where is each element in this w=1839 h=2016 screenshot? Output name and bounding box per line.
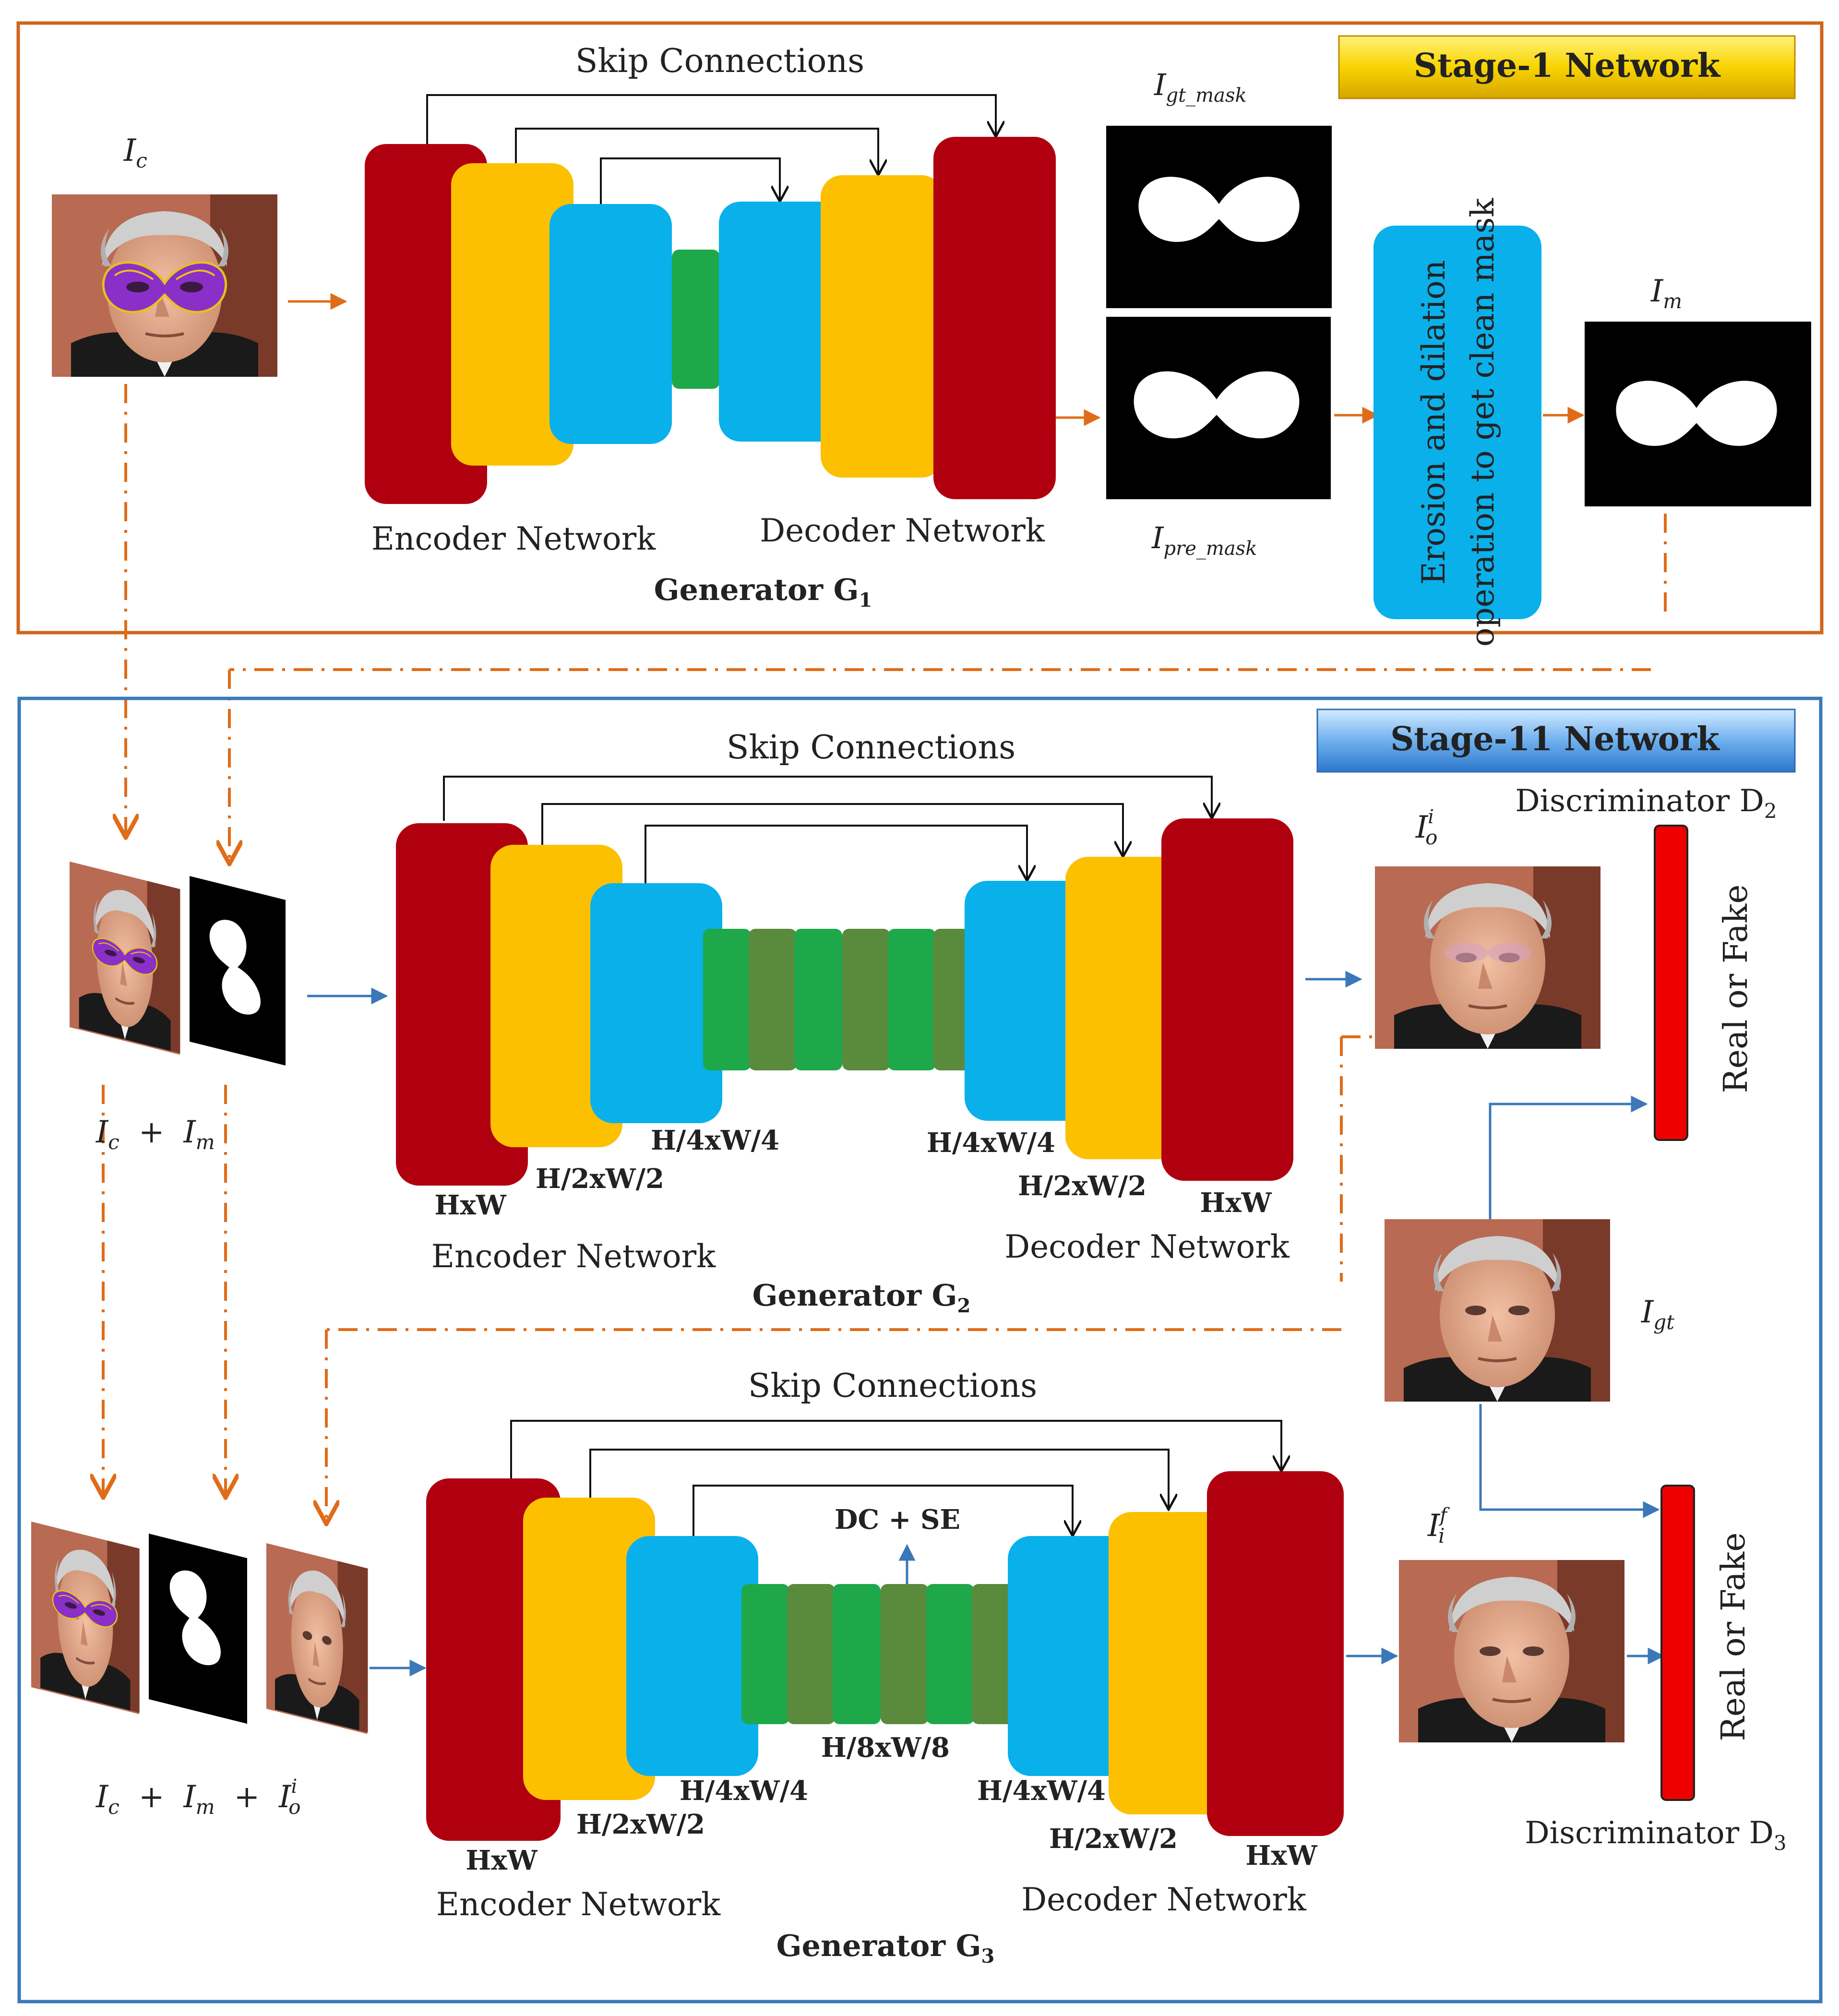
stage2-input-image	[70, 862, 180, 1055]
stage1-input-image	[52, 194, 277, 377]
stage1-banner	[1338, 35, 1796, 99]
out-mask-label: Im	[1650, 274, 1682, 313]
stage1-banner-text: Stage-1 Network	[1414, 47, 1721, 85]
stage2-skip-label: Skip Connections	[727, 729, 1015, 767]
out-mask-image	[1585, 322, 1811, 506]
stage2-generator-blocks	[396, 818, 1293, 1186]
discriminator3-real-fake: Real or Fake	[1715, 1533, 1753, 1741]
stage1-skip-connections	[426, 94, 996, 204]
gt-mask-label: Igt_mask	[1154, 67, 1247, 107]
svg-text:HxW: HxW	[1245, 1840, 1317, 1872]
discriminator2-bar	[1654, 825, 1688, 1141]
svg-text:H/2xW/2: H/2xW/2	[1049, 1823, 1178, 1855]
stage2-frame	[17, 696, 1823, 2004]
svg-text:H/2xW/2: H/2xW/2	[536, 1163, 664, 1195]
svg-text:H/4xW/4: H/4xW/4	[680, 1775, 808, 1807]
svg-text:H/4xW/4: H/4xW/4	[927, 1127, 1055, 1159]
stage3-input-image	[31, 1522, 140, 1715]
stage3-generator-label: Generator G3	[776, 1928, 995, 1968]
svg-text:H/4xW/4: H/4xW/4	[651, 1125, 779, 1156]
stage1-decoder-label: Decoder Network	[760, 512, 1045, 549]
stage1-input-label: Ic	[123, 133, 147, 172]
erosion-text-2: operation to get clean mask	[1464, 198, 1501, 647]
stage3-dims: HxW H/2xW/2 H/4xW/4 H/8xW/8 H/4xW/4 H/2x…	[466, 1732, 1317, 1876]
stage2-output-image	[1375, 866, 1600, 1049]
stage3-mask-image	[149, 1534, 247, 1724]
stage2-dims: HxW H/2xW/2 H/4xW/4 H/4xW/4 H/2xW/2 HxW	[434, 1125, 1272, 1221]
stage1-generator-blocks	[365, 137, 1056, 504]
stage3-decoder-label: Decoder Network	[1021, 1881, 1307, 1918]
stage1-skip-label: Skip Connections	[575, 42, 864, 80]
gt-mask-image	[1106, 126, 1332, 308]
svg-text:HxW: HxW	[466, 1845, 537, 1876]
stage-connectors	[103, 384, 1667, 1524]
stage3-skip-label: Skip Connections	[748, 1367, 1037, 1405]
svg-text:HxW: HxW	[434, 1189, 506, 1221]
svg-text:HxW: HxW	[1200, 1187, 1272, 1219]
svg-text:H/4xW/4: H/4xW/4	[977, 1775, 1106, 1807]
gt-label: Igt	[1641, 1295, 1674, 1334]
discriminator3-label: Discriminator D3	[1525, 1815, 1786, 1855]
discriminator2-label: Discriminator D2	[1515, 783, 1777, 823]
stage2-skip-connections	[443, 776, 1212, 883]
stage2-encoder-label: Encoder Network	[431, 1238, 716, 1275]
stage3-output-image	[1399, 1560, 1624, 1742]
stage2-mask-image	[190, 876, 286, 1066]
discriminator2-real-fake: Real or Fake	[1717, 885, 1755, 1093]
stage3-generator-blocks	[426, 1471, 1344, 1841]
pre-mask-image	[1106, 317, 1331, 499]
stage3-encoder-label: Encoder Network	[436, 1886, 721, 1923]
stage1-frame	[16, 21, 1824, 635]
stage2-generator-label: Generator G2	[752, 1278, 971, 1317]
discriminator3-bar	[1660, 1485, 1695, 1801]
erosion-text-1: Erosion and dilation	[1415, 260, 1452, 585]
stage2-banner-text: Stage-11 Network	[1390, 720, 1720, 758]
svg-text:H/2xW/2: H/2xW/2	[1018, 1170, 1146, 1202]
stage1-generator-label: Generator G1	[654, 572, 872, 612]
gt-image	[1385, 1219, 1610, 1402]
stage1-encoder-label: Encoder Network	[371, 520, 656, 557]
arrow-gt-to-d2	[1489, 1095, 1648, 1219]
stage3-skip-connections	[510, 1420, 1281, 1538]
arrow-gt-to-d3	[1479, 1404, 1660, 1518]
svg-text:H/2xW/2: H/2xW/2	[576, 1809, 705, 1840]
stage2-input-formula: Ic+Im	[96, 1115, 215, 1154]
stage2-banner	[1316, 708, 1796, 773]
stage3-dc-se: DC + SE	[835, 1504, 960, 1536]
svg-text:H/8xW/8: H/8xW/8	[821, 1732, 950, 1764]
pre-mask-label: Ipre_mask	[1151, 520, 1257, 560]
stage2-decoder-label: Decoder Network	[1004, 1228, 1290, 1265]
erosion-dilation-box	[1373, 226, 1541, 619]
stage3-coarse-image	[266, 1543, 368, 1734]
